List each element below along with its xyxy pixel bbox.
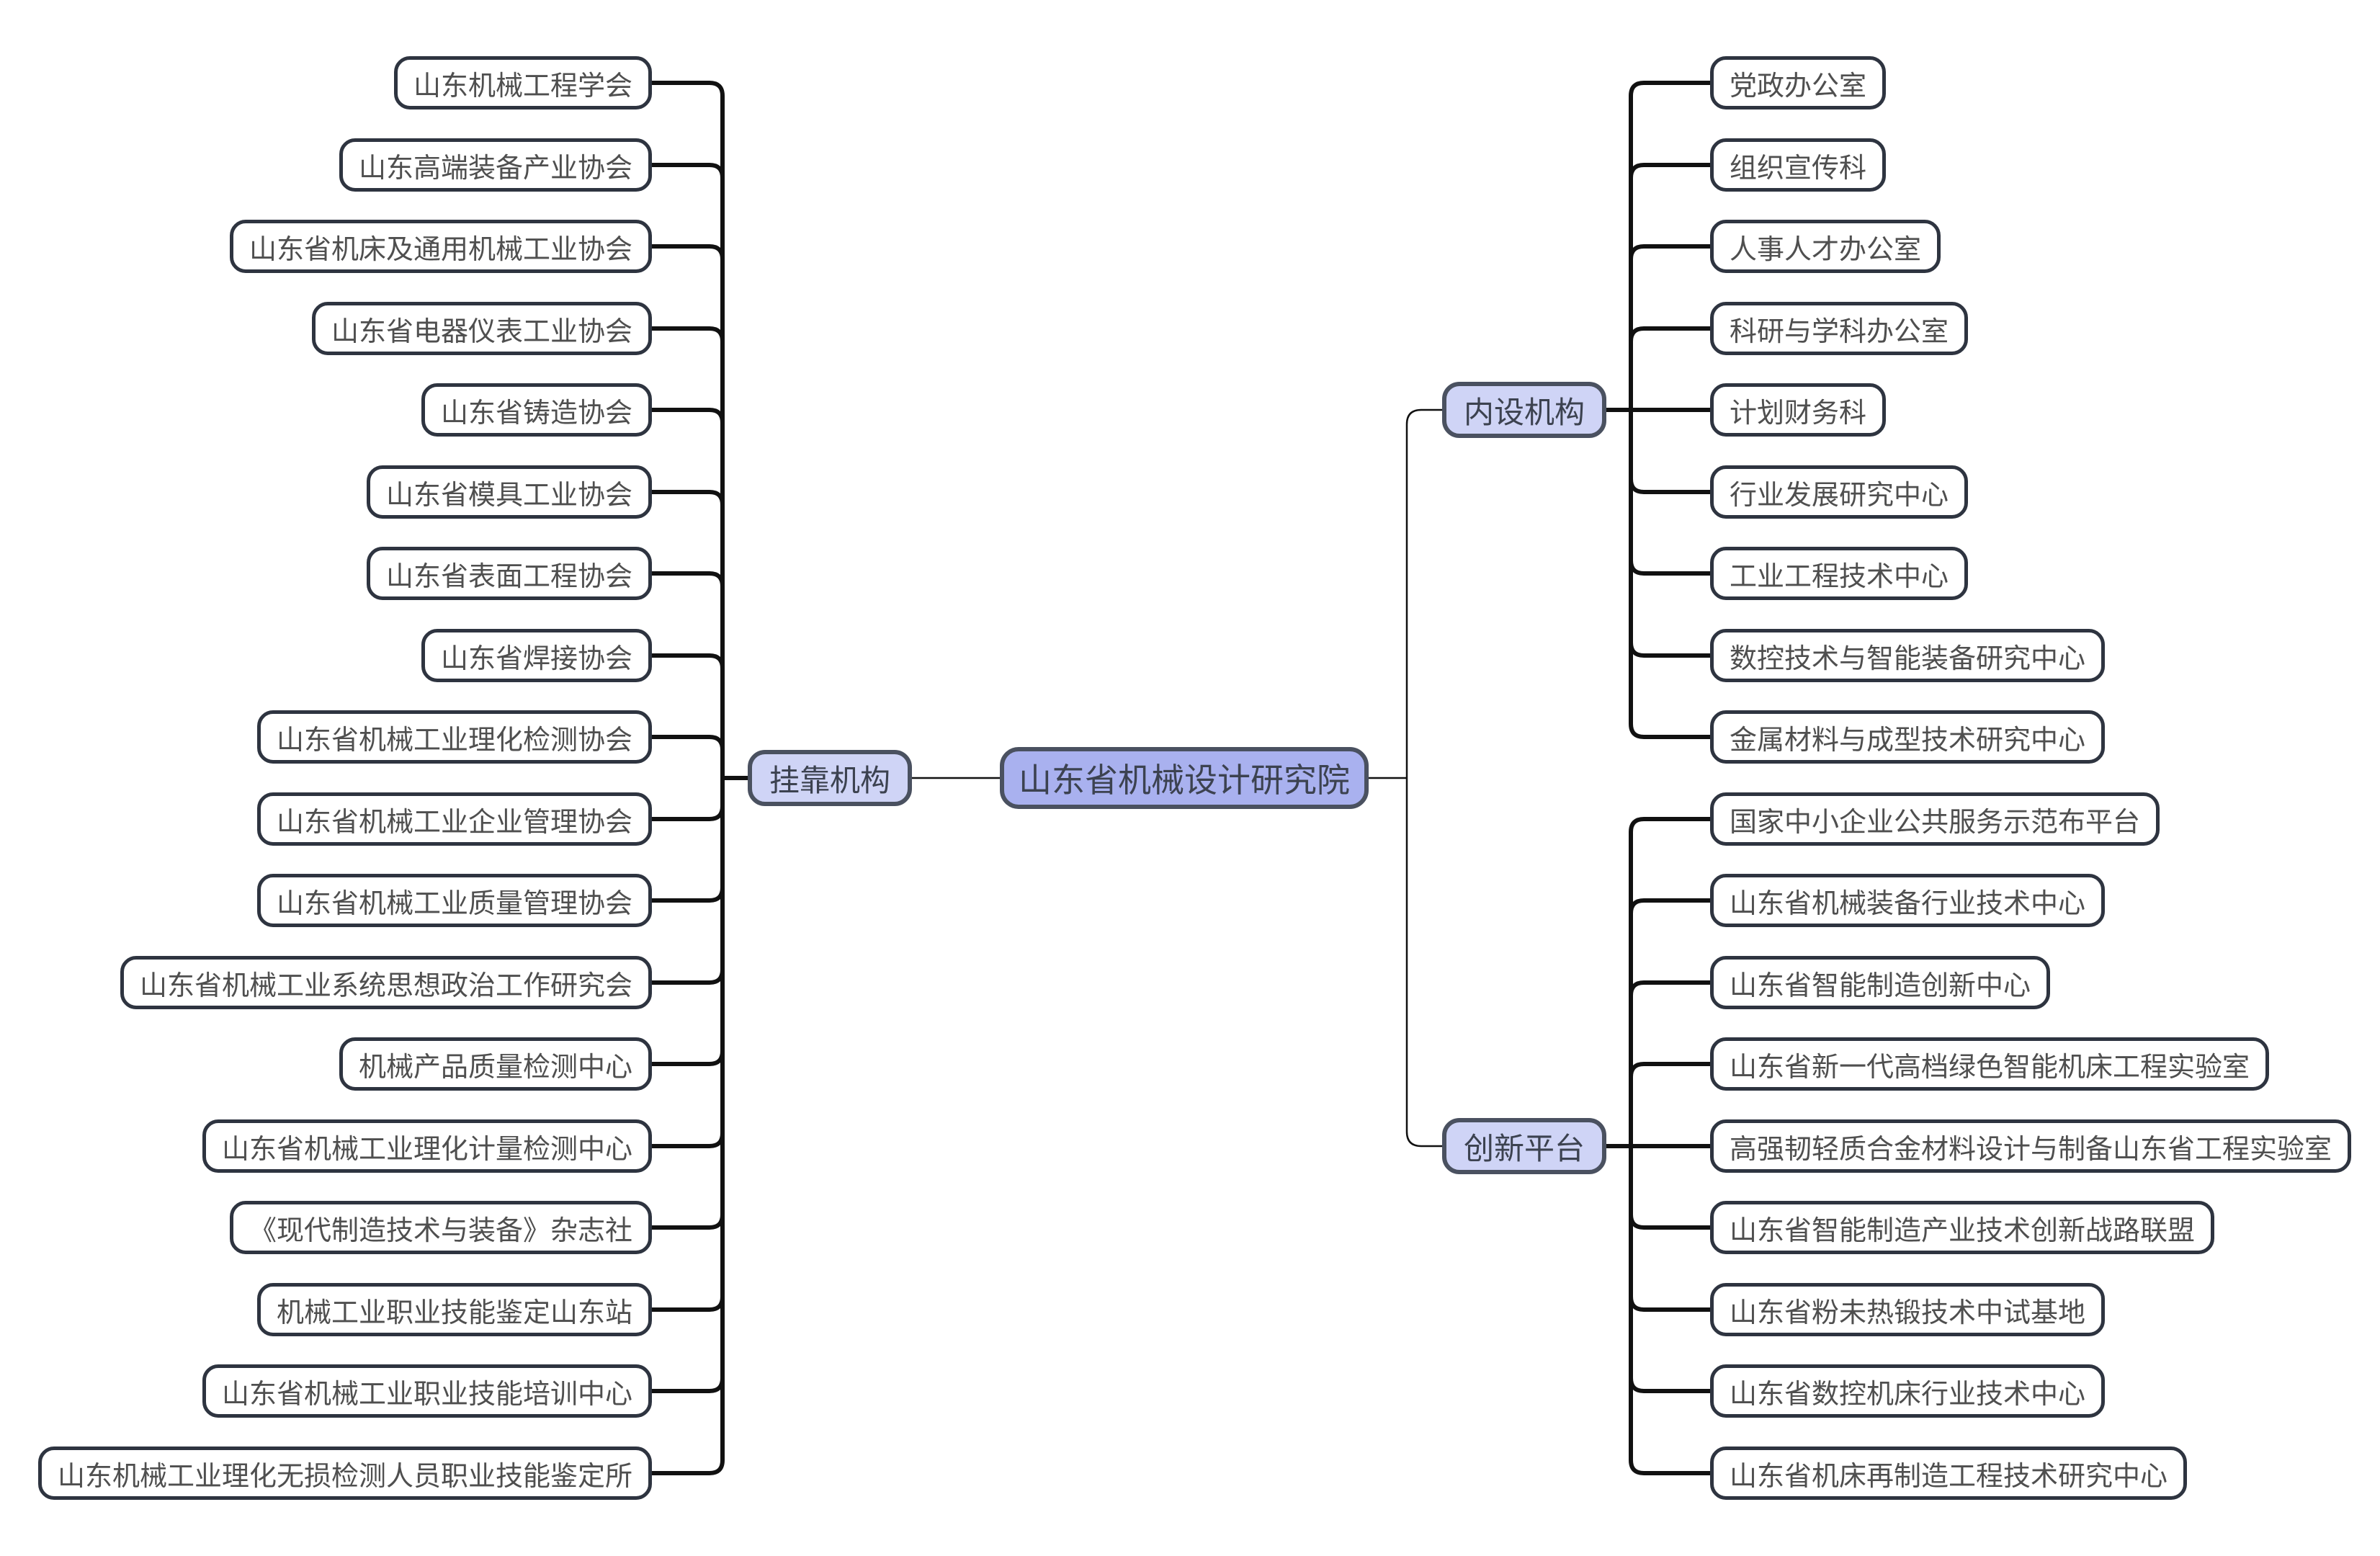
affiliated-item[interactable]: 机械产品质量检测中心 [339,1037,652,1091]
affiliated-item[interactable]: 山东省机床及通用机械工业协会 [229,220,652,273]
branch-node-internal[interactable]: 内设机构 [1442,382,1607,438]
internal-dept-item[interactable]: 党政办公室 [1710,56,1887,109]
innovation-item[interactable]: 山东省数控机床行业技术中心 [1710,1364,2106,1418]
affiliated-item[interactable]: 山东机械工业理化无损检测人员职业技能鉴定所 [37,1447,652,1500]
branch-node-affiliated[interactable]: 挂靠机构 [748,750,913,806]
affiliated-item[interactable]: 山东省模具工业协会 [366,465,652,519]
affiliated-item[interactable]: 山东省机械工业系统思想政治工作研究会 [120,956,652,1009]
innovation-item[interactable]: 山东省机械装备行业技术中心 [1710,874,2106,927]
affiliated-item[interactable]: 山东省铸造协会 [421,383,652,437]
affiliated-item[interactable]: 山东省机械工业质量管理协会 [256,874,652,927]
internal-dept-item[interactable]: 行业发展研究中心 [1710,465,1969,519]
affiliated-item[interactable]: 山东机械工程学会 [393,56,652,109]
innovation-item[interactable]: 山东省机床再制造工程技术研究中心 [1710,1447,2188,1500]
internal-dept-item[interactable]: 人事人才办公室 [1710,220,1941,273]
innovation-item[interactable]: 山东省新一代高档绿色智能机床工程实验室 [1710,1037,2270,1091]
innovation-item[interactable]: 高强韧轻质合金材料设计与制备山东省工程实验室 [1710,1119,2352,1173]
affiliated-item[interactable]: 山东高端装备产业协会 [339,138,652,192]
affiliated-item[interactable]: 山东省机械工业职业技能培训中心 [202,1364,652,1418]
internal-dept-item[interactable]: 数控技术与智能装备研究中心 [1710,629,2106,682]
affiliated-item[interactable]: 山东省机械工业理化检测协会 [256,710,652,764]
innovation-item[interactable]: 山东省粉未热锻技术中试基地 [1710,1283,2106,1336]
internal-dept-item[interactable]: 组织宣传科 [1710,138,1887,192]
internal-dept-item[interactable]: 科研与学科办公室 [1710,302,1969,355]
root-node[interactable]: 山东省机械设计研究院 [1000,747,1369,809]
affiliated-item[interactable]: 机械工业职业技能鉴定山东站 [256,1283,652,1336]
internal-dept-item[interactable]: 工业工程技术中心 [1710,547,1969,600]
innovation-item[interactable]: 山东省智能制造创新中心 [1710,956,2051,1009]
affiliated-item[interactable]: 山东省电器仪表工业协会 [311,302,652,355]
innovation-item[interactable]: 国家中小企业公共服务示范布平台 [1710,792,2160,846]
affiliated-item[interactable]: 《现代制造技术与装备》杂志社 [229,1201,652,1254]
affiliated-item[interactable]: 山东省表面工程协会 [366,547,652,600]
internal-dept-item[interactable]: 金属材料与成型技术研究中心 [1710,710,2106,764]
innovation-item[interactable]: 山东省智能制造产业技术创新战路联盟 [1710,1201,2215,1254]
internal-dept-item[interactable]: 计划财务科 [1710,383,1887,437]
affiliated-item[interactable]: 山东省焊接协会 [421,629,652,682]
branch-node-innovation[interactable]: 创新平台 [1442,1118,1607,1174]
affiliated-item[interactable]: 山东省机械工业企业管理协会 [256,792,652,846]
affiliated-item[interactable]: 山东省机械工业理化计量检测中心 [202,1119,652,1173]
